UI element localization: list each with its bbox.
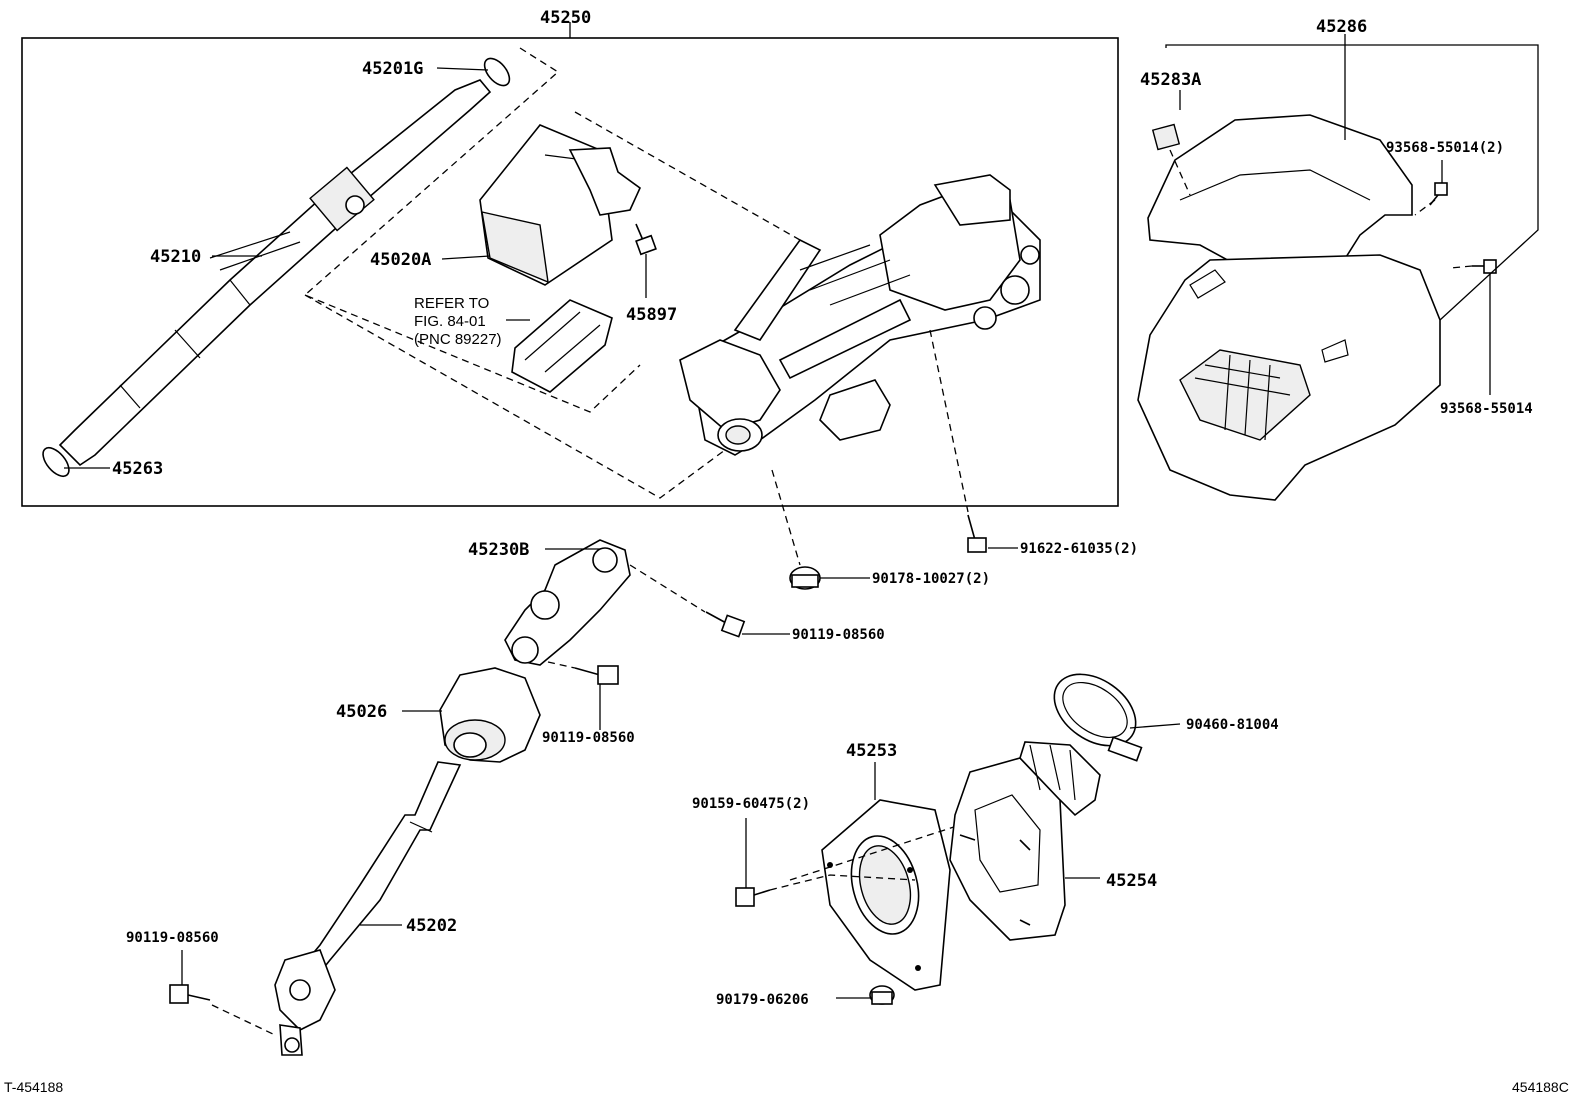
figure-id-left: T-454188 [4, 1079, 63, 1095]
label-45230b: 45230B [468, 540, 529, 560]
nut-90179[interactable] [869, 985, 895, 1005]
bolt-90159[interactable] [735, 887, 771, 907]
label-90179-06206: 90179-06206 [716, 992, 809, 1008]
label-93568-55014: 93568-55014 [1440, 401, 1533, 417]
label-45286: 45286 [1316, 17, 1367, 37]
lower-shaft-45202[interactable] [274, 761, 462, 1056]
label-90119-08560-middle: 90119-08560 [542, 730, 635, 746]
label-90460-81004: 90460-81004 [1186, 717, 1279, 733]
label-93568-55014-2: 93568-55014(2) [1386, 140, 1504, 156]
label-45020a: 45020A [370, 250, 431, 270]
column-cover-45020a[interactable] [479, 124, 641, 286]
bolt-90119-lower[interactable] [169, 984, 211, 1004]
boot-45026[interactable] [439, 667, 541, 763]
label-45254: 45254 [1106, 871, 1157, 891]
screw-45897[interactable] [635, 223, 657, 256]
label-refer-line2: FIG. 84-01 [414, 313, 486, 330]
nut-90178[interactable] [789, 566, 821, 590]
bolt-90119-middle[interactable] [574, 665, 619, 685]
label-refer-line3: (PNC 89227) [414, 331, 502, 348]
label-45210: 45210 [150, 247, 201, 267]
steering-main-shaft[interactable] [58, 79, 492, 467]
label-45253: 45253 [846, 741, 897, 761]
intermediate-joint-45230b[interactable] [504, 539, 631, 666]
switch-89227[interactable] [511, 299, 613, 393]
bolt-90119-upper[interactable] [705, 611, 746, 638]
figure-id-right: 454188C [1512, 1079, 1569, 1095]
label-45026: 45026 [336, 702, 387, 722]
plate-45253[interactable] [821, 799, 951, 991]
label-45201g: 45201G [362, 59, 423, 79]
ring-45201g[interactable] [480, 54, 514, 90]
ring-45263[interactable] [38, 443, 74, 481]
label-45283a: 45283A [1140, 70, 1201, 90]
label-45202: 45202 [406, 916, 457, 936]
seal-plate-45254[interactable] [949, 741, 1101, 941]
label-90119-08560-lower: 90119-08560 [126, 930, 219, 946]
steering-column-body[interactable] [679, 174, 1041, 456]
label-refer-line1: REFER TO [414, 295, 489, 312]
clamp-90460[interactable] [1041, 660, 1149, 762]
label-45897: 45897 [626, 305, 677, 325]
label-45263: 45263 [112, 459, 163, 479]
pad-45283a[interactable] [1151, 123, 1181, 151]
label-90119-08560-upper: 90119-08560 [792, 627, 885, 643]
column-cover-45286[interactable] [1137, 114, 1441, 501]
label-90178-10027-2: 90178-10027(2) [872, 571, 990, 587]
label-91622-61035-2: 91622-61035(2) [1020, 541, 1138, 557]
screw-93568-lower[interactable] [1472, 259, 1497, 274]
label-45250: 45250 [540, 8, 591, 28]
bolt-91622[interactable] [967, 514, 987, 553]
label-90159-60475-2: 90159-60475(2) [692, 796, 810, 812]
